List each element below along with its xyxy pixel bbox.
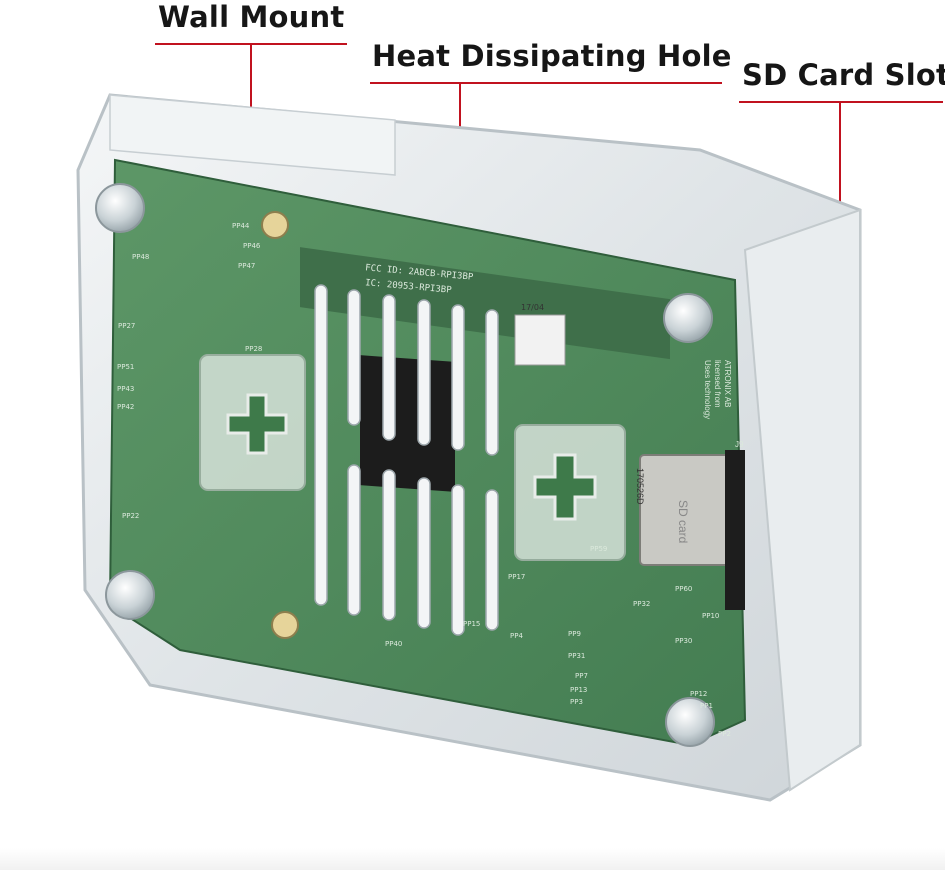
sd-slot-underline <box>739 101 943 103</box>
code-text: 17/04 <box>521 303 545 312</box>
pad-label: PP44 <box>232 222 250 230</box>
sd-card-slot <box>639 450 745 610</box>
case-feet <box>95 183 715 747</box>
pad-label: PP22 <box>122 512 140 520</box>
pad-label: PP7 <box>575 672 588 680</box>
j9-text: J9 <box>735 440 744 449</box>
pad-label: PP3 <box>570 698 583 706</box>
pad-label: PP12 <box>690 690 708 698</box>
pad-label: PP47 <box>238 262 256 270</box>
pad-label: PP9 <box>568 630 581 638</box>
pad-label: PP4 <box>510 632 523 640</box>
pad-label: PP1 <box>700 702 713 710</box>
floor-shadow <box>0 848 945 870</box>
heat-hole-underline <box>370 82 722 84</box>
pad-label: PP15 <box>463 620 481 628</box>
sd-slot-label: SD Card Slot <box>742 58 945 92</box>
pad-label: PP10 <box>702 612 720 620</box>
heat-slots <box>314 284 499 636</box>
pad-label: PP17 <box>508 573 526 581</box>
pad-label: PP59 <box>590 545 608 553</box>
pad-label: PP42 <box>117 403 135 411</box>
pad-label: PP2 <box>718 730 731 738</box>
sd-text: SD card <box>676 500 690 544</box>
uses-text-2: licensed from <box>713 360 722 408</box>
pad-label: PP48 <box>132 253 150 261</box>
pad-label: PP43 <box>117 385 135 393</box>
heat-hole-label: Heat Dissipating Hole <box>372 39 732 73</box>
chip-text: 170526D <box>635 468 645 505</box>
mount-screws <box>261 211 299 639</box>
pad-label: PP32 <box>633 600 651 608</box>
pad-label: PP31 <box>568 652 586 660</box>
pad-label: PP51 <box>117 363 135 371</box>
uses-text-1: Uses technology <box>703 360 712 420</box>
heatsink <box>360 355 455 492</box>
pad-label: PP46 <box>243 242 261 250</box>
pad-label: PP27 <box>118 322 136 330</box>
wall-mount-window-left <box>199 354 306 491</box>
uses-text-3: ATRONIX AB <box>723 360 732 408</box>
pad-label: PP30 <box>675 637 693 645</box>
pad-label: PP40 <box>385 640 403 648</box>
wall-mount-window-right <box>514 424 626 561</box>
qr-sticker <box>514 314 566 366</box>
pad-label: PP60 <box>675 585 693 593</box>
gpio-header <box>300 247 670 360</box>
wall-mount-label: Wall Mount <box>158 0 345 34</box>
pad-label: PP13 <box>570 686 588 694</box>
pad-label: PP28 <box>245 345 263 353</box>
